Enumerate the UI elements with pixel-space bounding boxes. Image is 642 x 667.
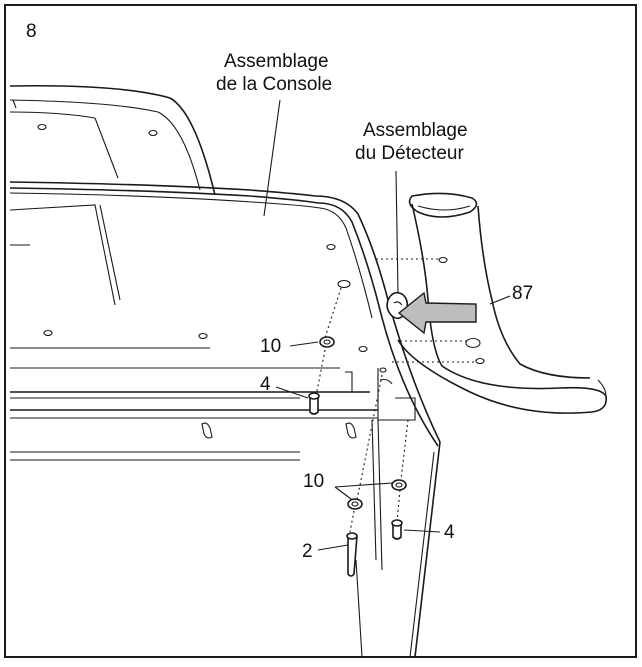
- sensor-connector: [386, 170, 409, 320]
- part-number-10-upper: 10: [260, 336, 281, 357]
- washer-upper: [319, 336, 335, 348]
- part-number-10-lower: 10: [303, 471, 324, 492]
- part-number-87: 87: [512, 283, 533, 304]
- sensor-label-line2: du Détecteur: [355, 143, 464, 164]
- alignment-guides: [315, 258, 476, 533]
- console-label-line1: Assemblage: [224, 51, 329, 72]
- bolt-lower-left: [346, 532, 358, 577]
- console-assembly: [9, 84, 441, 658]
- part-number-4-lower: 4: [444, 522, 455, 543]
- sensor-label-line1: Assemblage: [363, 120, 468, 141]
- console-label-line2: de la Console: [216, 74, 332, 95]
- diagram-frame: [4, 4, 637, 658]
- washer-lower-left: [347, 498, 363, 510]
- washer-lower-right: [391, 479, 407, 491]
- leader-lines: [263, 99, 511, 551]
- part-number-4-upper: 4: [260, 374, 271, 395]
- part-number-2: 2: [302, 541, 313, 562]
- step-number: 8: [26, 21, 37, 42]
- bolt-lower-right: [391, 519, 403, 540]
- insert-arrow: [397, 291, 477, 335]
- bolt-upper: [308, 392, 320, 415]
